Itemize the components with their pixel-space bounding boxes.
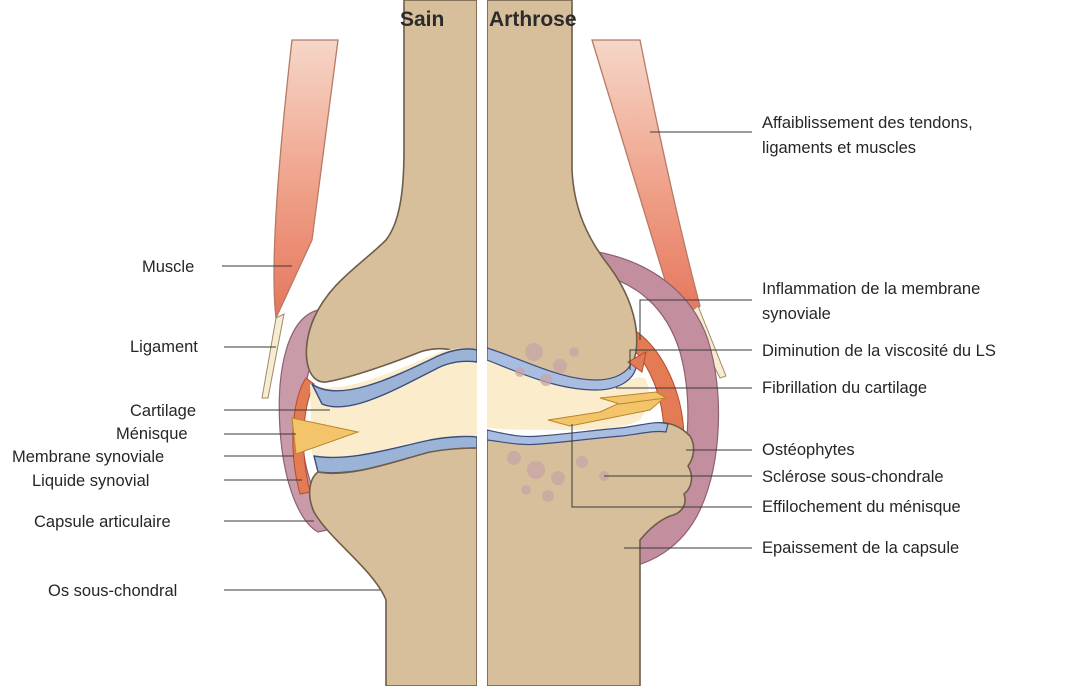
label-affaiblissement: Affaiblissement des tendons, ligaments e… — [762, 114, 977, 157]
left-muscle — [274, 40, 338, 318]
label-fibrillation: Fibrillation du cartilage — [762, 379, 927, 397]
label-liquide-synovial: Liquide synovial — [32, 472, 149, 490]
header-arthrose: Arthrose — [489, 8, 577, 31]
label-effilochement: Effilochement du ménisque — [762, 498, 961, 516]
healthy-knee — [262, 0, 477, 686]
label-ligament: Ligament — [130, 338, 198, 356]
label-muscle: Muscle — [142, 258, 194, 276]
left-tibia — [310, 448, 477, 686]
label-viscosite: Diminution de la viscosité du LS — [762, 342, 996, 360]
label-menisque: Ménisque — [116, 425, 188, 443]
label-membrane-synoviale: Membrane synoviale — [12, 448, 164, 466]
label-inflammation: Inflammation de la membrane synoviale — [762, 280, 985, 323]
label-capsule-articulaire: Capsule articulaire — [34, 513, 171, 531]
label-os-sous-chondral: Os sous-chondral — [48, 582, 177, 600]
center-separator — [477, 0, 487, 686]
label-cartilage: Cartilage — [130, 402, 196, 420]
arthritic-knee — [487, 0, 726, 686]
label-sclerose: Sclérose sous-chondrale — [762, 468, 944, 486]
label-osteophytes: Ostéophytes — [762, 441, 855, 459]
label-epaissement: Epaissement de la capsule — [762, 539, 959, 557]
header-sain: Sain — [400, 8, 444, 31]
